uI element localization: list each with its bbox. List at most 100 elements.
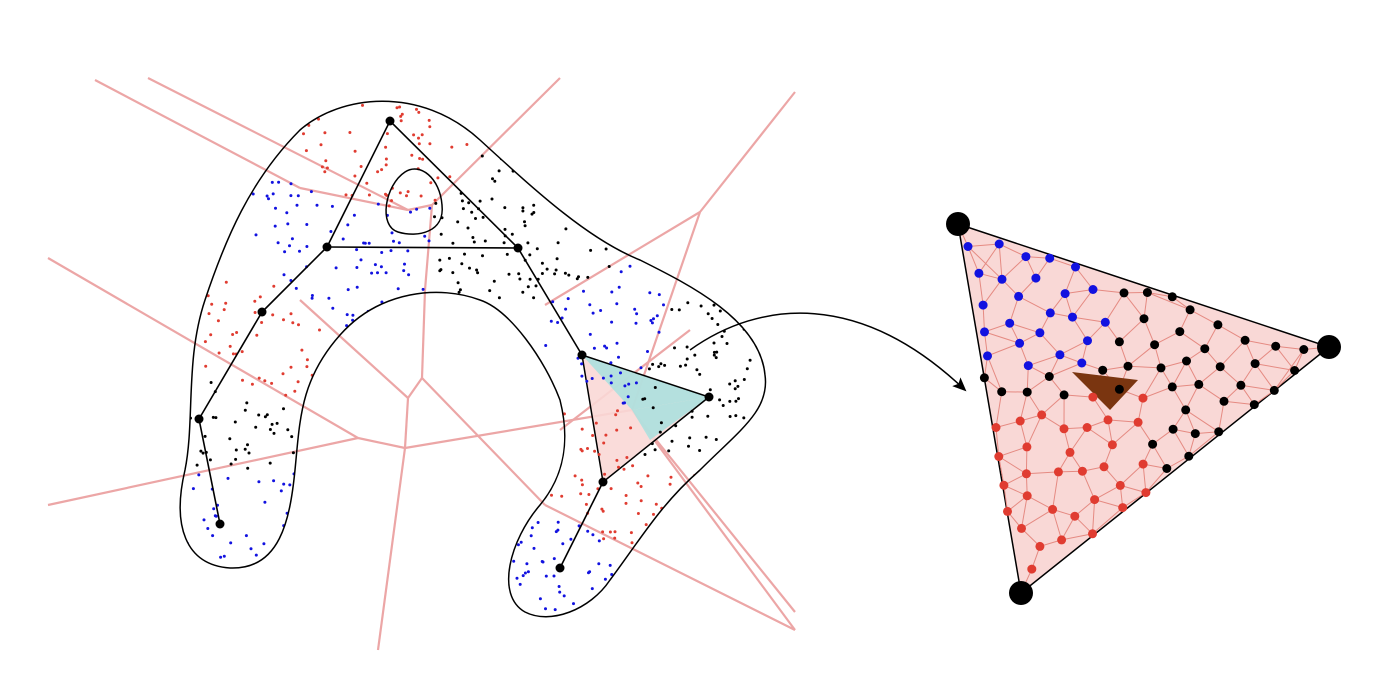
mesh-edge [987, 342, 1020, 357]
mesh-edge [1273, 370, 1295, 391]
mesh-edge [967, 246, 1003, 280]
sample-point [558, 590, 562, 594]
sample-point [569, 143, 573, 147]
sample-point [543, 118, 547, 121]
sample-point [330, 414, 334, 418]
sample-point [654, 502, 658, 506]
zoom-vertex [1009, 581, 1033, 605]
mesh-node [1055, 350, 1065, 360]
sample-point [384, 157, 388, 161]
sample-point [466, 226, 470, 230]
sample-point [338, 396, 342, 400]
sample-point [572, 602, 575, 606]
sample-point [492, 279, 496, 283]
mesh-edge [1104, 292, 1125, 323]
sample-point [384, 271, 388, 275]
sample-point [657, 330, 661, 334]
sample-point [516, 617, 519, 620]
sample-point [690, 415, 694, 419]
voronoi-edge [631, 409, 796, 631]
mesh-node [1031, 273, 1041, 283]
sample-point [319, 143, 323, 147]
sample-point [644, 541, 648, 545]
sample-point [231, 352, 235, 356]
sample-point [502, 241, 506, 245]
sample-point [540, 261, 544, 265]
sample-point [521, 209, 525, 213]
site-node [555, 563, 565, 573]
sample-point [285, 211, 289, 215]
sample-point [379, 265, 383, 269]
sample-point [304, 469, 308, 473]
sample-point [776, 419, 779, 422]
sample-point [639, 499, 643, 503]
sample-point [641, 397, 645, 401]
mesh-edge [1092, 507, 1124, 535]
sample-point [407, 273, 411, 277]
site-node [577, 350, 587, 360]
sample-point [375, 379, 379, 383]
sample-point [534, 284, 538, 288]
mesh-node [974, 268, 984, 278]
sample-point [536, 521, 540, 524]
sample-point [610, 573, 614, 576]
highlight-element [1072, 372, 1138, 410]
mesh-node [1290, 366, 1300, 375]
sample-point [184, 376, 188, 380]
sample-point [586, 529, 590, 533]
sample-point [706, 414, 710, 418]
voronoi-edge [421, 377, 546, 506]
sample-point [222, 554, 226, 558]
sample-point [617, 285, 621, 289]
sample-point [736, 384, 740, 388]
mesh-edge [1021, 495, 1028, 529]
zoomed-triangle [946, 212, 1341, 605]
mesh-edge [998, 456, 1005, 486]
sample-point [547, 147, 551, 151]
sample-point [683, 236, 687, 240]
sample-point [586, 447, 589, 450]
sample-point [390, 199, 393, 203]
sample-point [579, 492, 583, 496]
sample-point [527, 142, 531, 146]
sample-point [725, 342, 729, 345]
mesh-node [1088, 529, 1097, 539]
skeleton-graph [198, 120, 604, 569]
sample-point [608, 530, 612, 534]
mesh-edge [1198, 383, 1225, 402]
sample-point [710, 317, 714, 320]
sample-point [583, 187, 587, 191]
mesh-node [1167, 382, 1177, 392]
sample-point [602, 537, 606, 541]
sample-point [557, 151, 561, 155]
sample-point [302, 132, 305, 136]
sample-point [439, 268, 443, 272]
mesh-node [999, 480, 1009, 490]
sample-point [519, 540, 523, 544]
sample-point [515, 514, 519, 518]
mesh-edge [1172, 428, 1190, 457]
sample-point [712, 350, 716, 354]
sample-point [532, 546, 536, 550]
sample-point [387, 321, 391, 324]
sample-point [497, 169, 501, 173]
sample-point [550, 493, 553, 497]
mesh-edge [998, 456, 1027, 475]
sample-point [764, 456, 766, 460]
mesh-edge [1154, 331, 1181, 346]
mesh-edge [978, 243, 1000, 274]
sample-point [573, 474, 577, 478]
sample-point [330, 102, 334, 106]
sample-point [299, 574, 303, 577]
mesh-node [1271, 341, 1281, 351]
sample-point [659, 421, 663, 425]
mesh-edge [1092, 289, 1125, 294]
sample-point [461, 207, 465, 211]
sample-point [733, 387, 737, 391]
sample-point [404, 353, 408, 356]
sample-point [398, 191, 402, 195]
mesh-node [1250, 359, 1260, 369]
sample-point [207, 312, 211, 316]
sample-point [496, 529, 500, 533]
sample-point [292, 518, 296, 522]
